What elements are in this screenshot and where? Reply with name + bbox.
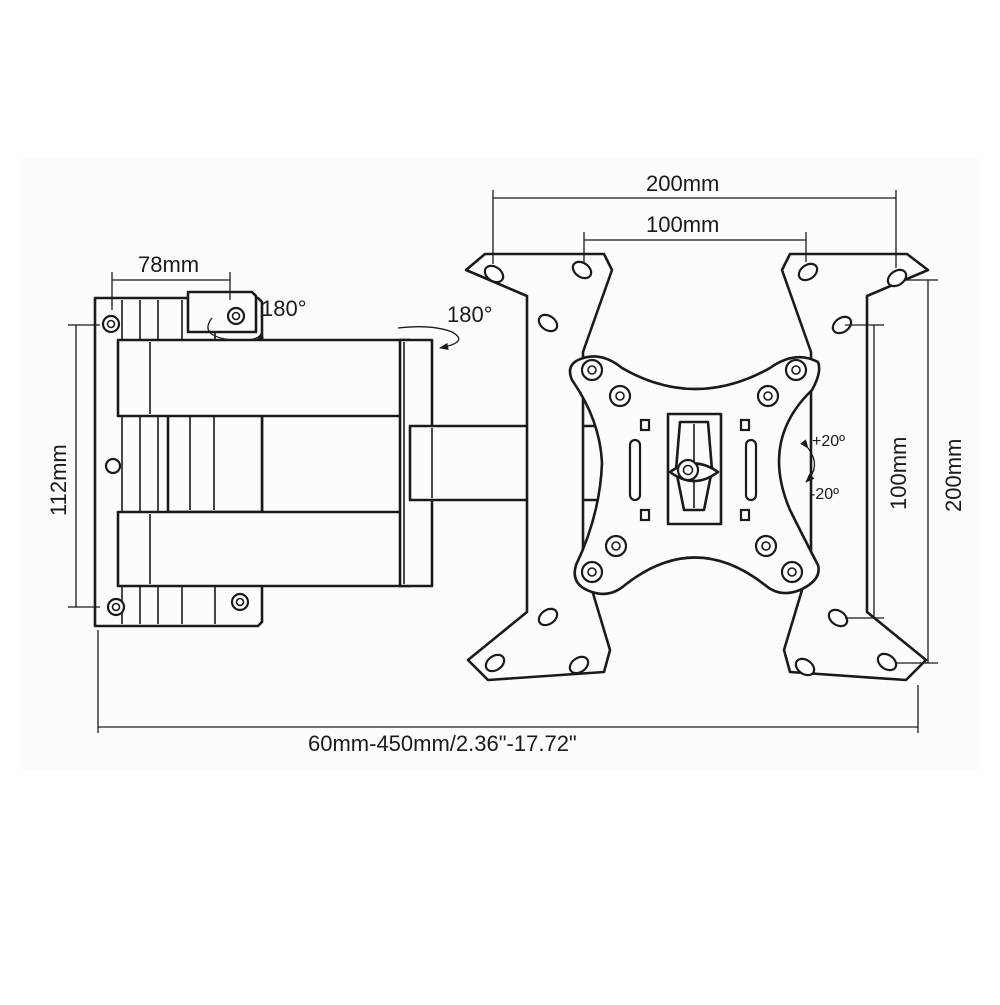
label-tilt-up: +20º <box>812 433 845 450</box>
dim-vesa-inner-height <box>845 324 884 619</box>
vesa-square-hole <box>739 508 751 522</box>
label-vesa-outer-height: 200mm <box>941 439 966 512</box>
dim-vesa-outer-width <box>492 190 897 268</box>
vesa-square-hole <box>739 418 751 432</box>
vesa-hole-200 <box>537 313 559 333</box>
vesa-slot <box>744 438 758 502</box>
vesa-hole-200 <box>876 652 898 672</box>
tilt-knob <box>676 458 700 482</box>
vesa-slot <box>628 438 642 502</box>
vesa-hole-200 <box>827 608 849 628</box>
dim-wall-plate-height <box>68 324 100 608</box>
vesa-hole-100 <box>754 534 778 558</box>
wall-plate-hole <box>226 306 246 326</box>
wall-swivel-arrow <box>207 317 264 341</box>
vesa-hole-100 <box>756 384 780 408</box>
vesa-plate <box>464 252 930 682</box>
label-vesa-inner-width: 100mm <box>646 212 719 237</box>
dim-extension-range <box>97 630 919 733</box>
label-arm-swivel: 180° <box>447 302 493 327</box>
label-vesa-outer-width: 200mm <box>646 171 719 196</box>
label-wall-swivel: 180° <box>261 296 307 321</box>
vesa-square-hole <box>639 508 651 522</box>
label-extension-range: 60mm-450mm/2.36"-17.72" <box>308 731 577 756</box>
vesa-hole-100 <box>580 560 604 584</box>
vesa-hole-200 <box>537 607 559 627</box>
wall-plate-hole <box>101 314 121 334</box>
vesa-hole-100 <box>780 560 804 584</box>
vesa-square-hole <box>639 418 651 432</box>
vesa-hole-200 <box>571 260 593 280</box>
vesa-hole-200 <box>484 653 506 673</box>
vesa-hole-200 <box>568 655 590 675</box>
vesa-hole-200 <box>831 315 853 335</box>
vesa-hole-100 <box>784 358 808 382</box>
label-vesa-inner-height: 100mm <box>886 437 911 510</box>
vesa-hole-100 <box>608 384 632 408</box>
wall-plate-hole <box>230 592 250 612</box>
vesa-hole-100 <box>604 534 628 558</box>
wall-plate-hole <box>104 457 122 475</box>
label-tilt-down: -20º <box>810 486 839 503</box>
label-wall-plate-width: 78mm <box>138 252 199 277</box>
label-wall-plate-height: 112mm <box>46 444 71 516</box>
vesa-hole-200 <box>797 262 819 282</box>
dim-wall-plate-width <box>111 272 231 310</box>
wall-plate-hole <box>106 597 126 617</box>
arm-swivel-arrow <box>397 326 460 350</box>
tilt-arrow <box>800 439 816 483</box>
vesa-hole-200 <box>886 268 908 288</box>
dim-vesa-inner-width <box>583 232 807 262</box>
vesa-hole-200 <box>794 657 816 677</box>
vesa-hole-200 <box>483 264 505 284</box>
vesa-hole-100 <box>580 358 604 382</box>
dim-vesa-outer-height <box>895 279 938 664</box>
